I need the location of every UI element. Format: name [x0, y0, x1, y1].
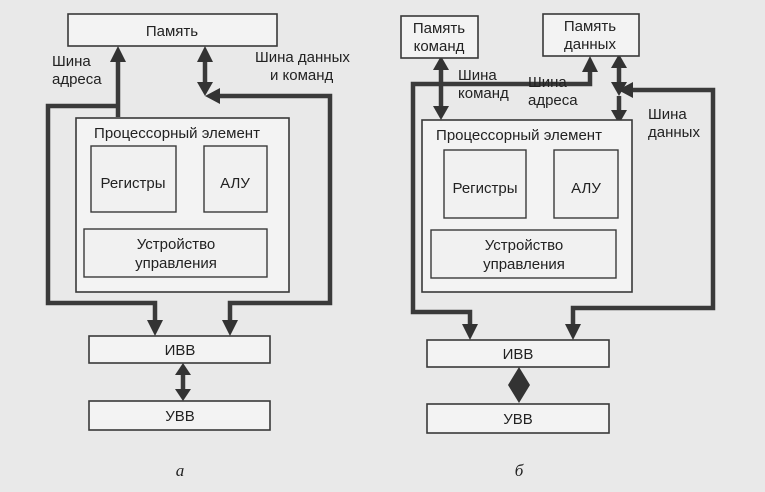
- command-bus-label-b-line2: команд: [458, 85, 509, 102]
- uvv-box-b: [426, 403, 610, 434]
- memory-box-a: [67, 13, 278, 47]
- command-bus-label-b-line1: Шина: [458, 67, 497, 84]
- processor-label-a: Процессорный элемент: [94, 125, 260, 142]
- processor-label-b: Процессорный элемент: [436, 127, 602, 144]
- instr-memory-label-b-line2: команд: [414, 38, 465, 55]
- uvv-label-a: УВВ: [165, 408, 195, 425]
- address-bus-label-a-line1: Шина: [52, 53, 91, 70]
- data-bus-label-a-line2: и команд: [270, 67, 334, 84]
- instr-memory-label-b-line1: Память: [413, 20, 465, 37]
- address-bus-label-b-line2: адреса: [528, 92, 578, 109]
- instr-memory-box-b: [400, 15, 479, 59]
- address-bus-label-b-line1: Шина: [528, 74, 567, 91]
- data-bus-b: [565, 54, 716, 340]
- uvv-box-a: [88, 400, 271, 431]
- data-memory-label-b-line1: Память: [564, 18, 616, 35]
- command-bus-b: [433, 56, 449, 120]
- control-unit-label-b-line2: управления: [483, 256, 565, 273]
- address-bus-a: [45, 46, 163, 336]
- caption-a: а: [176, 461, 185, 480]
- control-unit-label-a-line1: Устройство: [137, 236, 215, 253]
- caption-b: б: [515, 461, 524, 480]
- data-command-bus-a: [197, 46, 333, 336]
- alu-label-b: АЛУ: [571, 180, 601, 197]
- address-bus-b: [410, 56, 598, 340]
- registers-label-b: Регистры: [452, 180, 517, 197]
- diagram-b: Память команд Память данных Шина команд …: [400, 13, 716, 480]
- registers-box-a: [90, 145, 177, 213]
- control-unit-box-b: [430, 229, 617, 279]
- io-link-b: [508, 367, 530, 403]
- registers-label-a: Регистры: [100, 175, 165, 192]
- alu-box-b: [553, 149, 619, 219]
- data-bus-label-b-line1: Шина: [648, 106, 687, 123]
- alu-label-a: АЛУ: [220, 175, 250, 192]
- alu-box-a: [203, 145, 268, 213]
- diagram-a: Память Шина адреса Шина данных и команд …: [45, 13, 350, 480]
- ivv-box-b: [426, 339, 610, 368]
- ivv-label-b: ИВВ: [503, 346, 534, 363]
- control-unit-label-b-line1: Устройство: [485, 237, 563, 254]
- ivv-label-a: ИВВ: [165, 342, 196, 359]
- data-memory-label-b-line2: данных: [564, 36, 616, 53]
- address-bus-label-a-line2: адреса: [52, 71, 102, 88]
- data-bus-label-a-line1: Шина данных: [255, 49, 350, 66]
- data-bus-label-b-line2: данных: [648, 124, 700, 141]
- control-unit-label-a-line2: управления: [135, 255, 217, 272]
- io-link-a: [175, 363, 191, 401]
- ivv-box-a: [88, 335, 271, 364]
- uvv-label-b: УВВ: [503, 411, 533, 428]
- control-unit-box-a: [83, 228, 268, 278]
- data-memory-box-b: [542, 13, 640, 57]
- memory-label-a: Память: [146, 23, 198, 40]
- registers-box-b: [443, 149, 527, 219]
